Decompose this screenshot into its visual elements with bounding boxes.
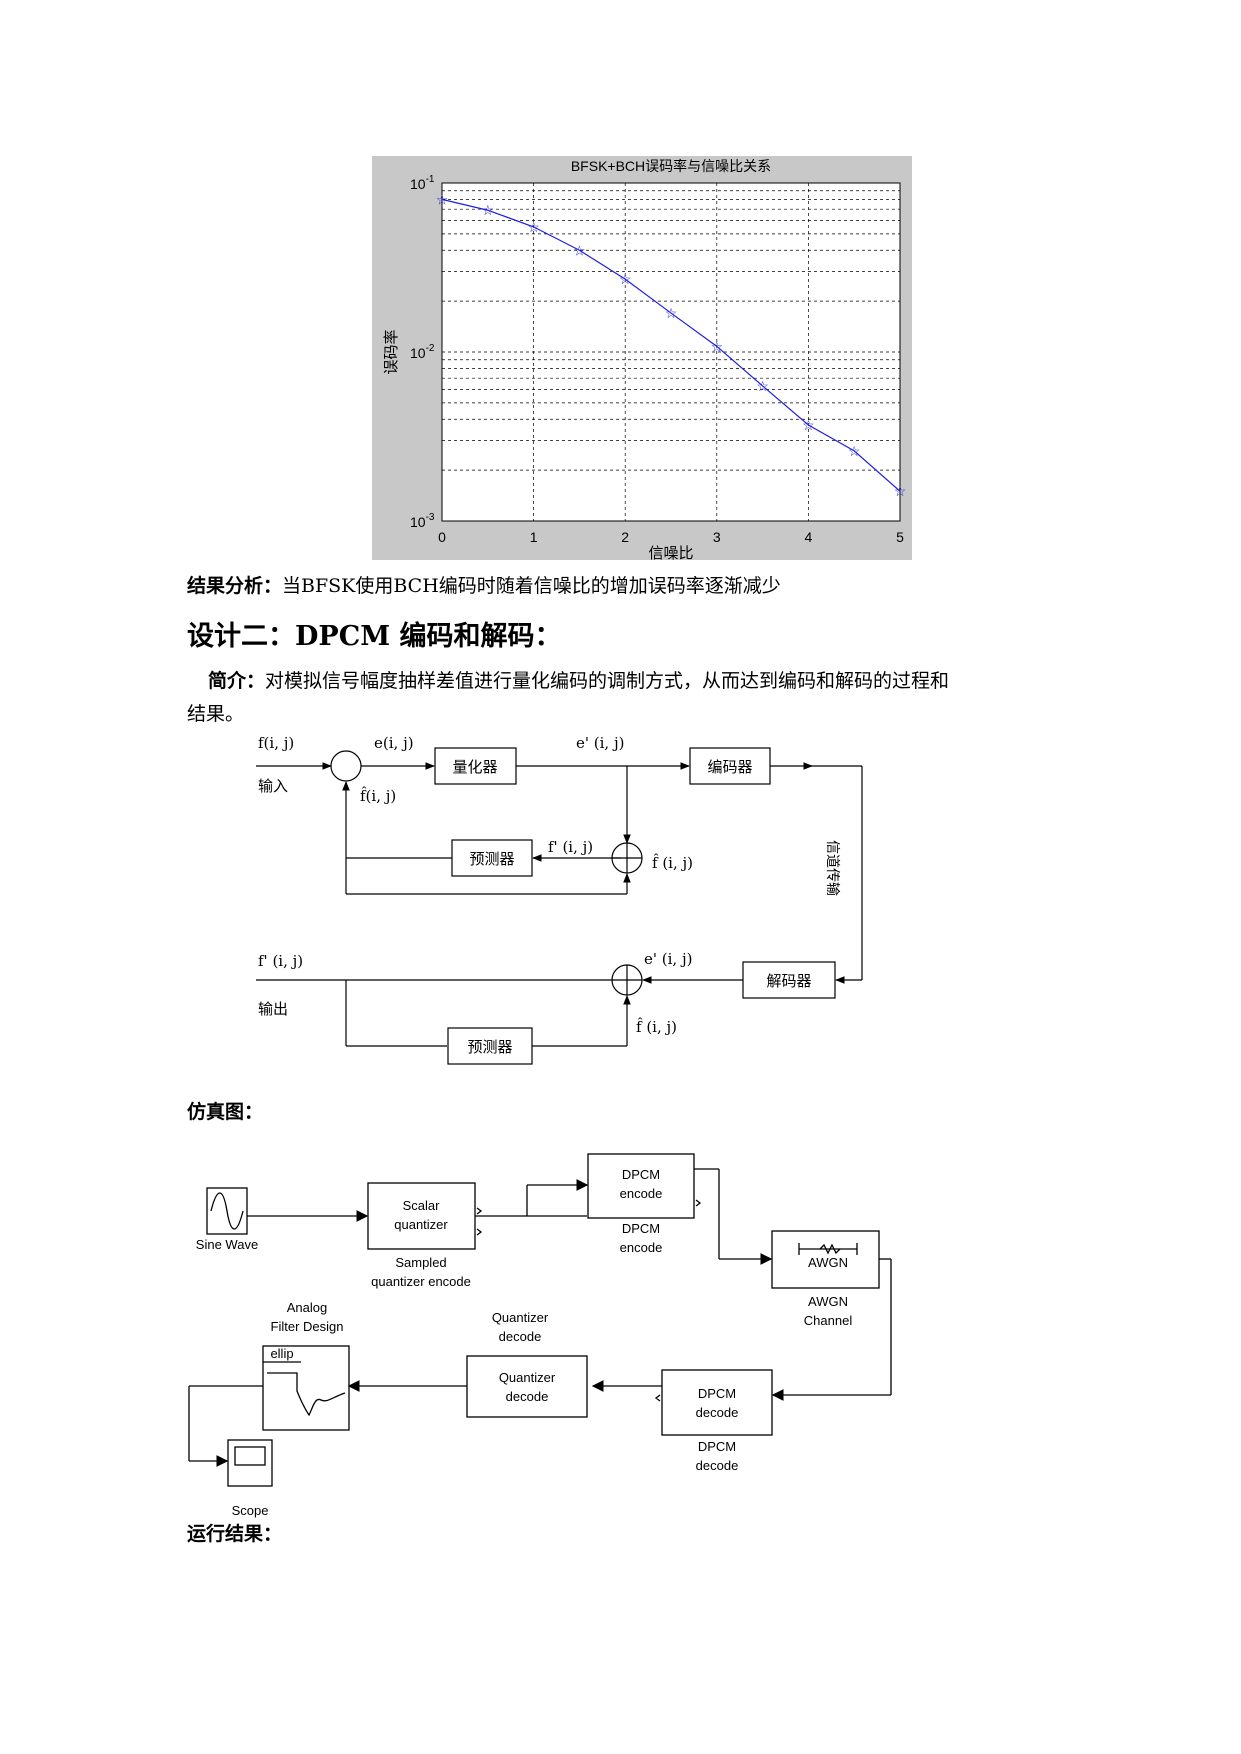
resistor-icon <box>798 1243 858 1255</box>
dpcm-dec-line2: decode <box>696 1405 739 1420</box>
label-encoder: 编码器 <box>707 758 752 776</box>
x-tick-label: 1 <box>530 529 538 545</box>
y-tick-labels: 10-1 10-2 10-3 <box>410 174 435 530</box>
x-axis-label: 信噪比 <box>648 545 693 560</box>
sim-label: 仿真图： <box>187 1101 264 1123</box>
sampled-line1: Sampled <box>395 1255 446 1270</box>
sine-wave-label: Sine Wave <box>196 1237 258 1252</box>
data-point: ☆ <box>802 417 815 433</box>
x-tick-labels: 0 1 2 3 4 5 <box>438 529 904 545</box>
chart-grid <box>442 183 900 521</box>
dpcm-dec-cap1: DPCM <box>698 1439 736 1454</box>
y-axis-label: 误码率 <box>383 329 400 374</box>
x-tick-label: 5 <box>896 529 904 545</box>
data-point: ☆ <box>848 443 861 459</box>
label-fhat-top: f̂(i, j) <box>360 787 396 805</box>
dpcm-enc-cap2: encode <box>620 1240 663 1255</box>
intro-line1: 简介：对模拟信号幅度抽样差值进行量化编码的调制方式，从而达到编码和解码的过程和 <box>208 669 949 693</box>
result-analysis: 结果分析：当BFSK使用BCH编码时随着信噪比的增加误码率逐渐减少 <box>187 574 781 598</box>
y-tick-label: 10-1 <box>410 174 435 192</box>
ellip-label: ellip <box>270 1346 293 1361</box>
label-eprime-top: e' (i, j) <box>576 734 624 752</box>
data-point: ☆ <box>711 338 724 354</box>
dpcm-dec-line1: DPCM <box>698 1386 736 1401</box>
dpcm-enc-cap1: DPCM <box>622 1221 660 1236</box>
scalar-line1: Scalar <box>403 1198 441 1213</box>
result-analysis-text: 当BFSK使用BCH编码时随着信噪比的增加误码率逐渐减少 <box>282 575 781 597</box>
sampled-line2: quantizer encode <box>371 1274 471 1289</box>
analog-cap2: Filter Design <box>271 1319 344 1334</box>
y-tick-label: 10-3 <box>410 512 435 530</box>
label-output: 输出 <box>258 1000 288 1018</box>
scalar-quantizer-block[interactable] <box>367 1182 476 1250</box>
label-eprime-bottom: e' (i, j) <box>644 950 692 968</box>
data-point: ☆ <box>619 271 632 287</box>
label-fprime-out: f' (i, j) <box>258 952 303 970</box>
label-channel: 信道传输 <box>824 840 840 896</box>
label-fhat-bottom: f̂ (i, j) <box>636 1018 677 1036</box>
quant-cap2: decode <box>499 1329 542 1344</box>
label-predictor-top: 预测器 <box>469 850 514 868</box>
analog-filter-block[interactable] <box>262 1345 350 1431</box>
data-point: ☆ <box>894 483 907 499</box>
series-points: ☆ ☆ ☆ ☆ ☆ ☆ ☆ ☆ ☆ ☆ ☆ <box>436 191 907 499</box>
sine-wave-icon <box>210 1192 244 1230</box>
filter-response-icon <box>267 1372 346 1417</box>
simulink-model: Sine Wave Scalar quantizer Sampled quant… <box>188 1153 892 1518</box>
data-point: ☆ <box>756 378 769 394</box>
dpcm-dec-cap2: decode <box>696 1458 739 1473</box>
run-result-label: 运行结果： <box>187 1523 283 1545</box>
label-e: e(i, j) <box>374 734 414 752</box>
intro-text: 对模拟信号幅度抽样差值进行量化编码的调制方式，从而达到编码和解码的过程和 <box>265 670 950 692</box>
quant-cap1: Quantizer <box>492 1310 549 1325</box>
scope-label: Scope <box>232 1503 269 1518</box>
scope-block[interactable] <box>227 1439 273 1487</box>
label-f: f(i, j) <box>258 734 294 752</box>
awgn-cap1: AWGN <box>808 1294 848 1309</box>
data-point: ☆ <box>436 191 449 207</box>
scope-screen-icon <box>234 1446 266 1466</box>
x-tick-label: 2 <box>621 529 629 545</box>
x-tick-label: 3 <box>713 529 721 545</box>
label-fprime-mid: f' (i, j) <box>548 838 593 856</box>
data-point: ☆ <box>573 242 586 258</box>
chart-title: BFSK+BCH误码率与信噪比关系 <box>571 158 771 174</box>
x-tick-label: 0 <box>438 529 446 545</box>
label-input: 输入 <box>258 777 288 795</box>
data-point: ☆ <box>665 305 678 321</box>
data-point: ☆ <box>527 219 540 235</box>
awgn-label: AWGN <box>808 1255 848 1270</box>
dpcm-decode-block[interactable] <box>661 1369 773 1436</box>
dpcm-enc-line1: DPCM <box>622 1167 660 1182</box>
dpcm-enc-line2: encode <box>620 1186 663 1201</box>
label-predictor-bottom: 预测器 <box>467 1038 512 1056</box>
x-tick-label: 4 <box>805 529 813 545</box>
scalar-line2: quantizer <box>394 1217 448 1232</box>
quant-line2: decode <box>506 1389 549 1404</box>
quantizer-decode-block[interactable] <box>466 1355 588 1418</box>
series-line <box>441 198 901 492</box>
analog-cap1: Analog <box>287 1300 327 1315</box>
awgn-cap2: Channel <box>804 1313 853 1328</box>
sine-wave-block[interactable] <box>206 1187 248 1235</box>
result-analysis-label: 结果分析： <box>187 575 283 597</box>
intro-line2: 结果。 <box>187 703 245 725</box>
label-fhat-mid: f̂ (i, j) <box>652 854 693 872</box>
port-icons <box>476 1199 702 1402</box>
label-quantizer: 量化器 <box>452 758 497 776</box>
dpcm-block-diagram: f(i, j) e(i, j) e' (i, j) 输入 量化器 编码器 f̂(… <box>256 734 863 1065</box>
section-heading: 设计二：DPCM 编码和解码： <box>187 621 562 652</box>
ber-chart: ☆☆☆☆☆☆☆☆☆☆☆ BFSK+BCH误码率与信噪比关系 信噪比 误码率 10… <box>372 156 912 560</box>
quant-line1: Quantizer <box>499 1370 556 1385</box>
y-tick-label: 10-2 <box>410 343 435 361</box>
label-decoder: 解码器 <box>766 972 811 990</box>
subtractor-top <box>330 750 362 782</box>
dpcm-encode-block[interactable] <box>587 1153 695 1219</box>
data-point: ☆ <box>482 202 495 218</box>
intro-label: 简介： <box>208 670 266 692</box>
